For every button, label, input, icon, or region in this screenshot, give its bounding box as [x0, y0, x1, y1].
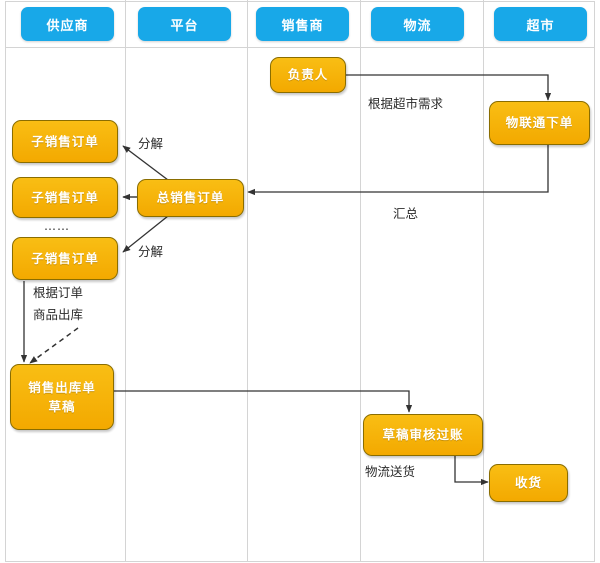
grid-left-border [5, 1, 6, 562]
node-sub-order-2[interactable]: 子销售订单 [12, 177, 118, 218]
node-owner[interactable]: 负责人 [270, 57, 346, 93]
edge-label-logistics-deliver: 物流送货 [365, 464, 416, 479]
edge-delivery-note-to-draft-audit [114, 390, 413, 413]
node-delivery-note-line1: 销售出库单 [28, 379, 96, 395]
grid-right-border [594, 1, 595, 562]
lane-header-supplier[interactable]: 供应商 [21, 7, 114, 41]
node-delivery-note-line2: 草稿 [48, 399, 76, 414]
grid-header-separator [5, 47, 595, 48]
edge-label-by-market-demand: 根据超市需求 [368, 96, 444, 111]
lane-header-supermarket[interactable]: 超市 [494, 7, 587, 41]
edge-label-by-order-line1: 根据订单 [33, 285, 84, 300]
edge-dashed-by-order-to-delivery-note [29, 327, 79, 364]
lane-divider-1 [125, 0, 126, 561]
edge-label-summarize: 汇总 [393, 206, 419, 221]
edge-iot-order-to-master-order [247, 145, 549, 196]
lane-header-logistics[interactable]: 物流 [371, 7, 464, 41]
lane-divider-4 [483, 0, 484, 561]
node-delivery-note[interactable]: 销售出库单 草稿 [10, 364, 114, 430]
node-sub-order-1[interactable]: 子销售订单 [12, 120, 118, 163]
ellipsis-more-sub-orders: …… [44, 219, 70, 233]
node-sub-order-3[interactable]: 子销售订单 [12, 237, 118, 280]
node-receive-goods[interactable]: 收货 [489, 464, 568, 502]
grid-top-border [5, 1, 595, 2]
edge-label-by-order-line2: 商品出库 [33, 307, 84, 322]
node-master-order[interactable]: 总销售订单 [137, 179, 244, 217]
edge-label-split-lower: 分解 [138, 244, 164, 259]
lane-divider-2 [247, 0, 248, 561]
node-draft-audit[interactable]: 草稿审核过账 [363, 414, 483, 456]
node-iot-order[interactable]: 物联通下单 [489, 101, 590, 145]
edge-label-split-upper: 分解 [138, 136, 164, 151]
lane-header-platform[interactable]: 平台 [138, 7, 231, 41]
lane-header-reseller[interactable]: 销售商 [256, 7, 349, 41]
lane-divider-3 [360, 0, 361, 561]
grid-bottom-border [5, 561, 595, 562]
